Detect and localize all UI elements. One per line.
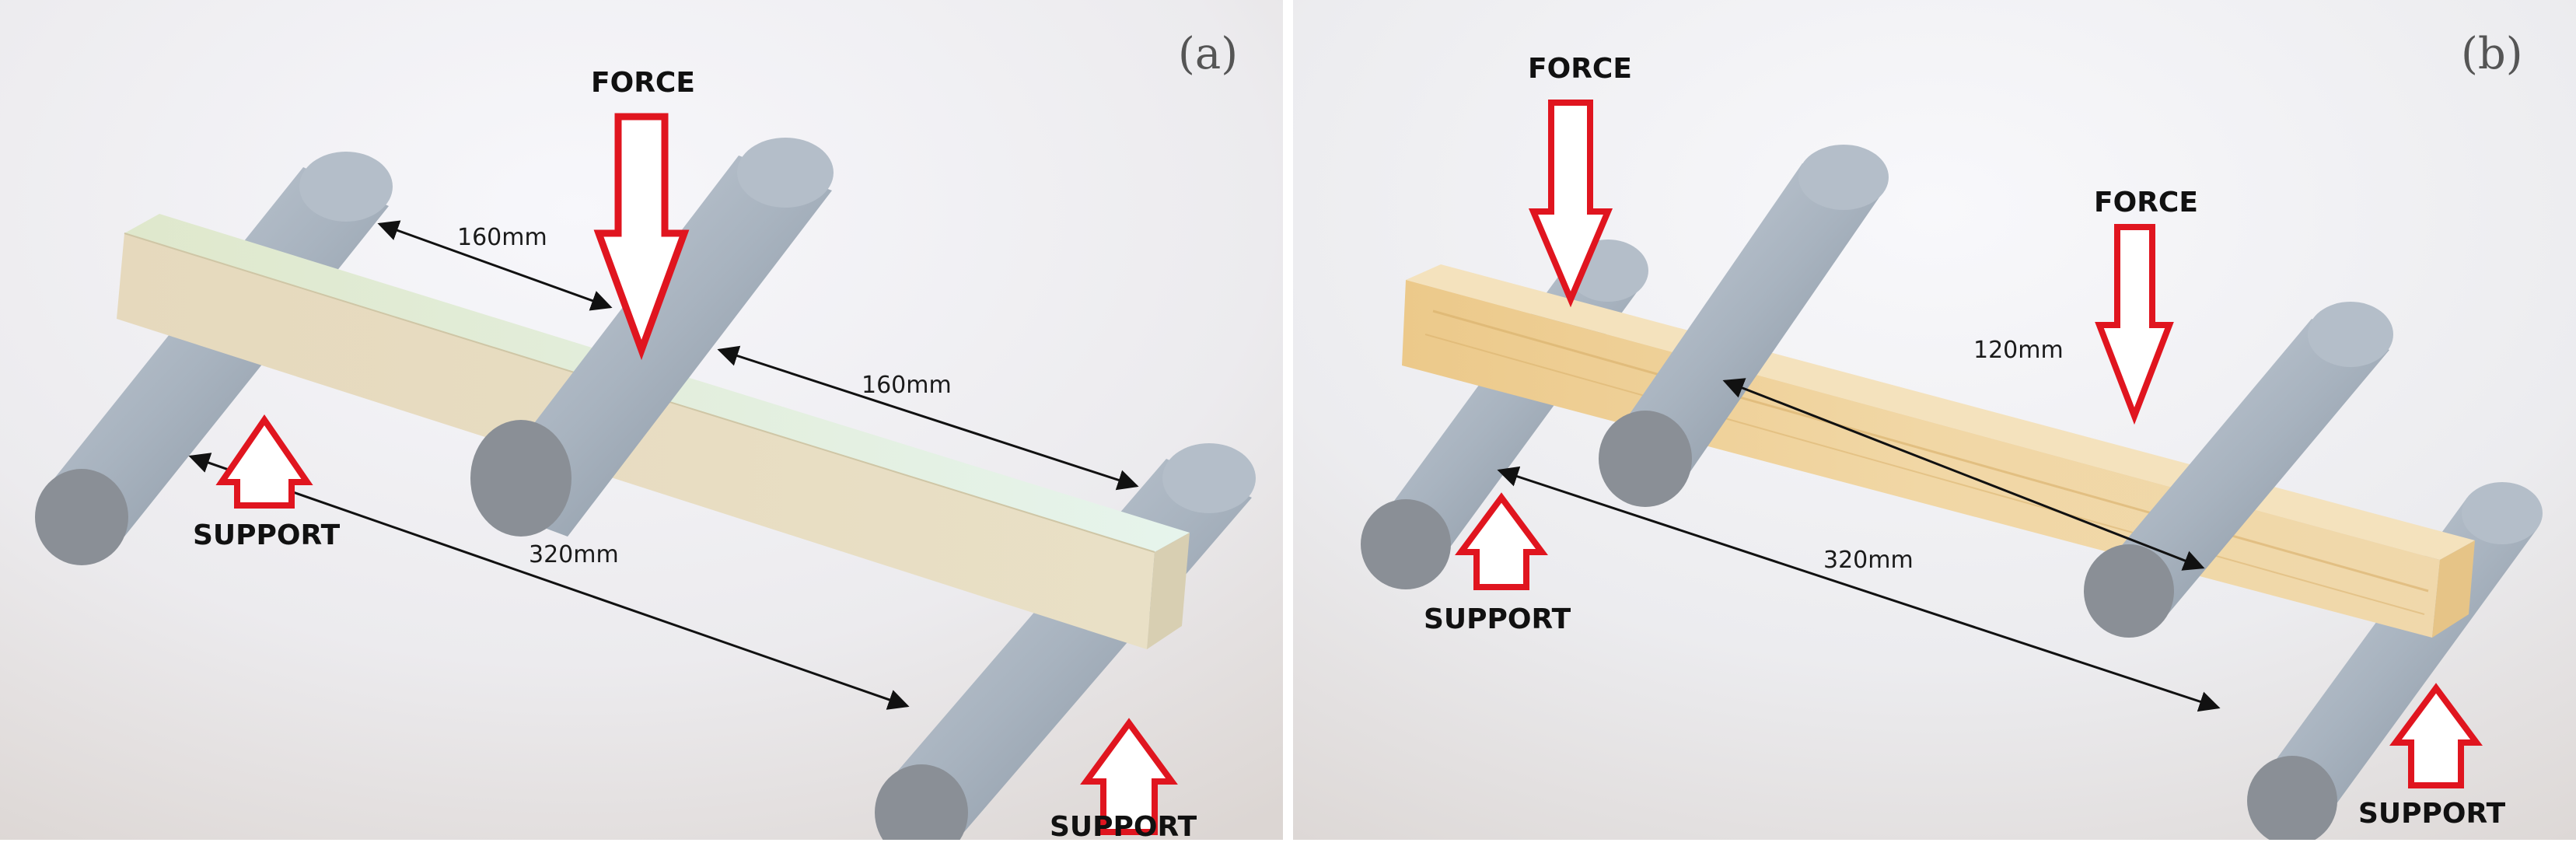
panel-b: FORCE FORCE 120mm 320mm SUPPORT SUPPORT … [1293,0,2576,840]
force-arrow-right-icon [2095,224,2174,425]
dimension-line-320 [1497,466,2221,712]
support-arrow-left-icon [1455,492,1548,590]
support-label-left: SUPPORT [193,519,341,551]
panel-label-b: (b) [2461,29,2523,79]
force-label: FORCE [591,67,695,99]
dimension-label-160-top: 160mm [457,224,547,251]
force-label-right: FORCE [2094,187,2198,218]
force-arrow-left-icon [1528,100,1613,308]
dimension-label-320: 320mm [1823,547,1914,574]
support-arrow-right-icon [2389,683,2483,788]
support-arrow-left-icon [215,414,313,509]
support-label-right: SUPPORT [2358,798,2506,830]
panel-label-a: (a) [1178,29,1238,79]
dimension-label-160-middle: 160mm [862,372,952,399]
panel-b-drawing: FORCE FORCE 120mm 320mm SUPPORT SUPPORT … [1293,0,2576,840]
support-label-right: SUPPORT [1050,811,1197,840]
panel-a-drawing: FORCE 160mm 160mm 320mm SUPPORT SUPPORT … [0,0,1283,840]
support-arrow-right-icon [1080,718,1178,835]
panel-a: FORCE 160mm 160mm 320mm SUPPORT SUPPORT … [0,0,1283,840]
dimension-label-120: 120mm [1973,337,2064,364]
force-label-left: FORCE [1528,53,1632,85]
dimension-line-320 [188,453,910,710]
support-label-left: SUPPORT [1424,603,1571,635]
dimension-label-320: 320mm [529,541,619,568]
dimension-line-160-top [377,220,613,311]
force-arrow-icon [593,113,690,361]
dimension-line-160-middle [717,345,1139,491]
